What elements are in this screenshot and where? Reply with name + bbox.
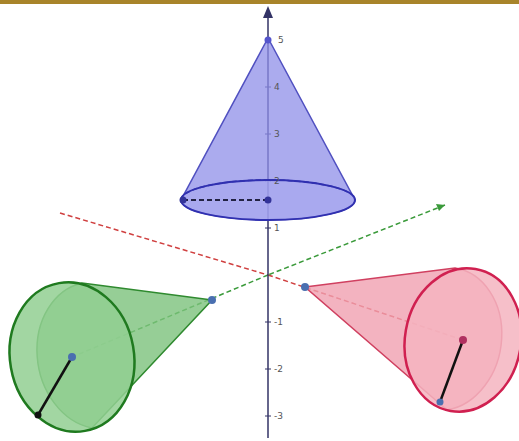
point	[180, 197, 187, 204]
point	[459, 336, 467, 344]
point	[437, 399, 444, 406]
blue-cone-radius	[183, 199, 268, 201]
point	[301, 283, 309, 291]
tick-mark	[265, 369, 271, 370]
red-cone-radius	[440, 340, 463, 402]
x-axis	[60, 213, 268, 275]
axis-tick-label: 3	[274, 129, 280, 139]
tick-mark	[265, 322, 271, 323]
axis-tick-label: -1	[274, 317, 283, 327]
red-cone-base	[393, 259, 519, 421]
axis-arrow	[436, 204, 445, 211]
axis-tick-label: 2	[274, 176, 280, 186]
axis-tick-label: 4	[274, 82, 280, 92]
axis-arrow	[263, 6, 273, 18]
axis-tick-label: -2	[274, 364, 283, 374]
point	[265, 37, 272, 44]
point	[265, 197, 272, 204]
axis-tick-label: 1	[274, 223, 280, 233]
green-cone-base	[0, 272, 146, 441]
blue-cone	[181, 38, 355, 220]
axis-tick-label: 5	[278, 35, 284, 45]
blue-cone-base	[181, 180, 355, 220]
tick-mark	[265, 416, 271, 417]
green-cone-radius	[38, 357, 72, 415]
top-bar	[0, 0, 519, 4]
point	[35, 412, 42, 419]
tick-mark	[265, 228, 271, 229]
point	[208, 296, 216, 304]
point	[68, 353, 76, 361]
axis-tick-label: -3	[274, 411, 283, 421]
